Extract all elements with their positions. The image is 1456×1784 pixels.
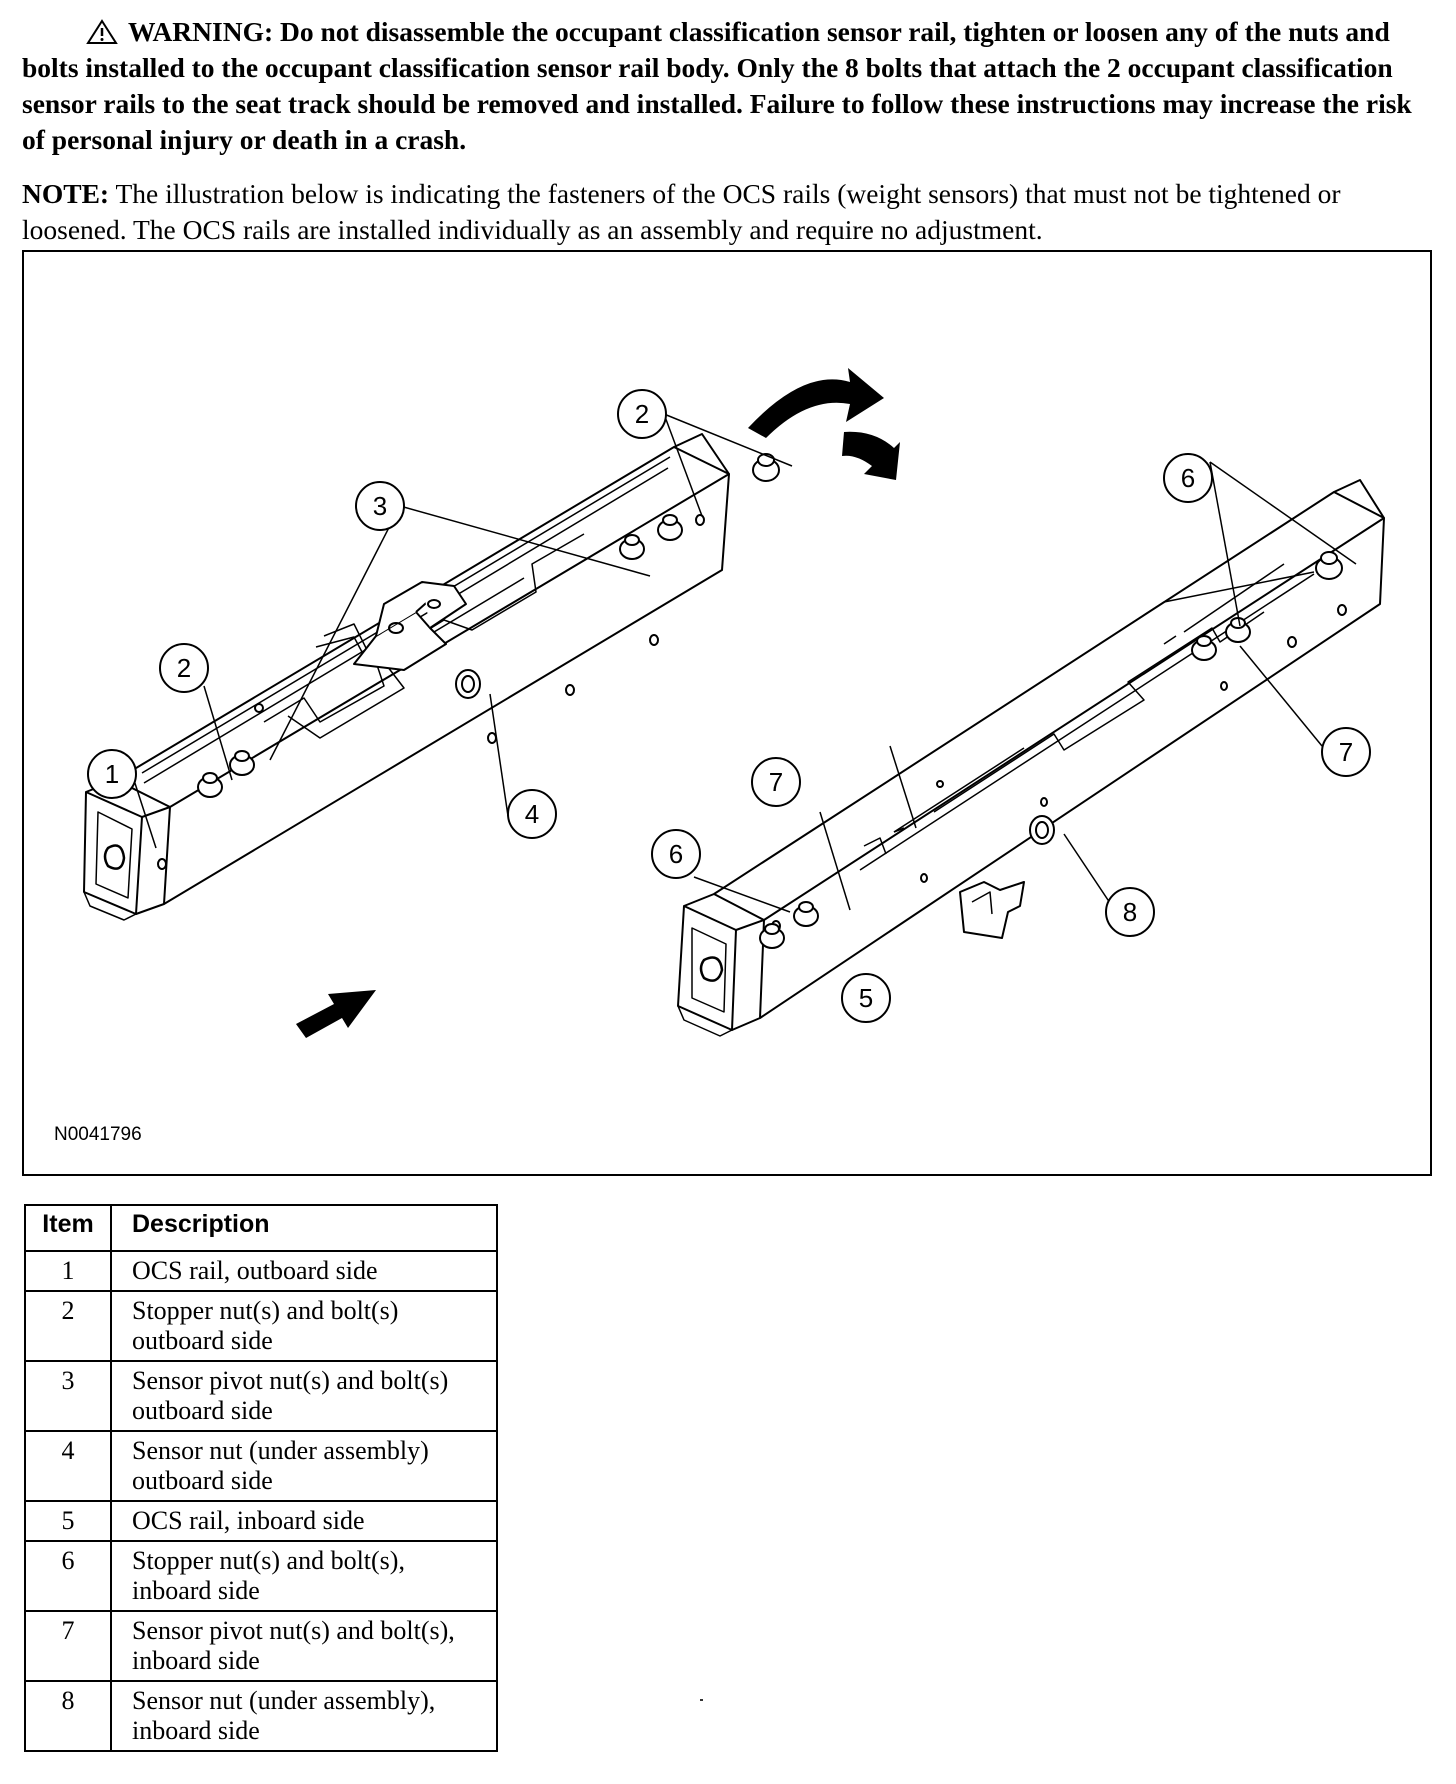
- item-number: 7: [24, 1610, 112, 1682]
- ocs-rails-illustration: 1 2 2 3 4 5 6 6 7 7 8: [83, 368, 1385, 1038]
- callout-2-top: 2: [635, 399, 649, 429]
- note-label: NOTE:: [22, 178, 110, 209]
- header-item: Item: [24, 1204, 112, 1252]
- note-paragraph: NOTE: The illustration below is indicati…: [22, 176, 1432, 248]
- item-number: 2: [24, 1290, 112, 1362]
- warning-paragraph: WARNING: Do not disassemble the occupant…: [22, 14, 1422, 158]
- item-number: 1: [24, 1250, 112, 1292]
- callout-7-left: 7: [769, 767, 783, 797]
- item-number: 6: [24, 1540, 112, 1612]
- callout-circles: [87, 389, 1371, 1023]
- table-header-row: Item Description: [24, 1204, 498, 1252]
- callout-2-left: 2: [177, 653, 191, 683]
- item-number: 3: [24, 1360, 112, 1432]
- warning-triangle-icon: [86, 19, 118, 44]
- leader-lines: [131, 413, 1357, 913]
- callout-1: 1: [105, 759, 119, 789]
- callout-6-right: 6: [1181, 463, 1195, 493]
- item-description: Sensor pivot nut(s) and bolt(s) outboard…: [110, 1360, 498, 1432]
- stray-mark: [700, 1699, 703, 1701]
- callout-6-left: 6: [669, 839, 683, 869]
- callout-5: 5: [859, 983, 873, 1013]
- callout-7-right: 7: [1339, 737, 1353, 767]
- outboard-fasteners: [197, 453, 780, 798]
- note-text: The illustration below is indicating the…: [22, 178, 1341, 245]
- item-number: 5: [24, 1500, 112, 1542]
- forward-arrow-icon: [296, 990, 376, 1038]
- callout-3: 3: [373, 491, 387, 521]
- inboard-fasteners: [759, 551, 1343, 949]
- callout-8: 8: [1123, 897, 1137, 927]
- inboard-rail-drawing: [677, 479, 1385, 1037]
- item-description: Stopper nut(s) and bolt(s) outboard side: [110, 1290, 498, 1362]
- callout-4: 4: [525, 799, 539, 829]
- item-number: 8: [24, 1680, 112, 1752]
- warning-text: WARNING: Do not disassemble the occupant…: [22, 16, 1412, 155]
- item-number: 4: [24, 1430, 112, 1502]
- item-description: Sensor pivot nut(s) and bolt(s), inboard…: [110, 1610, 498, 1682]
- header-description: Description: [110, 1204, 498, 1252]
- item-description: Sensor nut (under assembly), inboard sid…: [110, 1680, 498, 1752]
- figure-code: N0041796: [54, 1124, 142, 1145]
- rotation-arrow-icon: [748, 368, 884, 438]
- outboard-rail-drawing: [83, 433, 730, 921]
- item-description: OCS rail, outboard side: [110, 1250, 498, 1292]
- item-description: Sensor nut (under assembly) outboard sid…: [110, 1430, 498, 1502]
- item-description: OCS rail, inboard side: [110, 1500, 498, 1542]
- illustration-frame: 1 2 2 3 4 5 6 6 7 7 8 N0041796: [22, 250, 1432, 1176]
- item-description: Stopper nut(s) and bolt(s), inboard side: [110, 1540, 498, 1612]
